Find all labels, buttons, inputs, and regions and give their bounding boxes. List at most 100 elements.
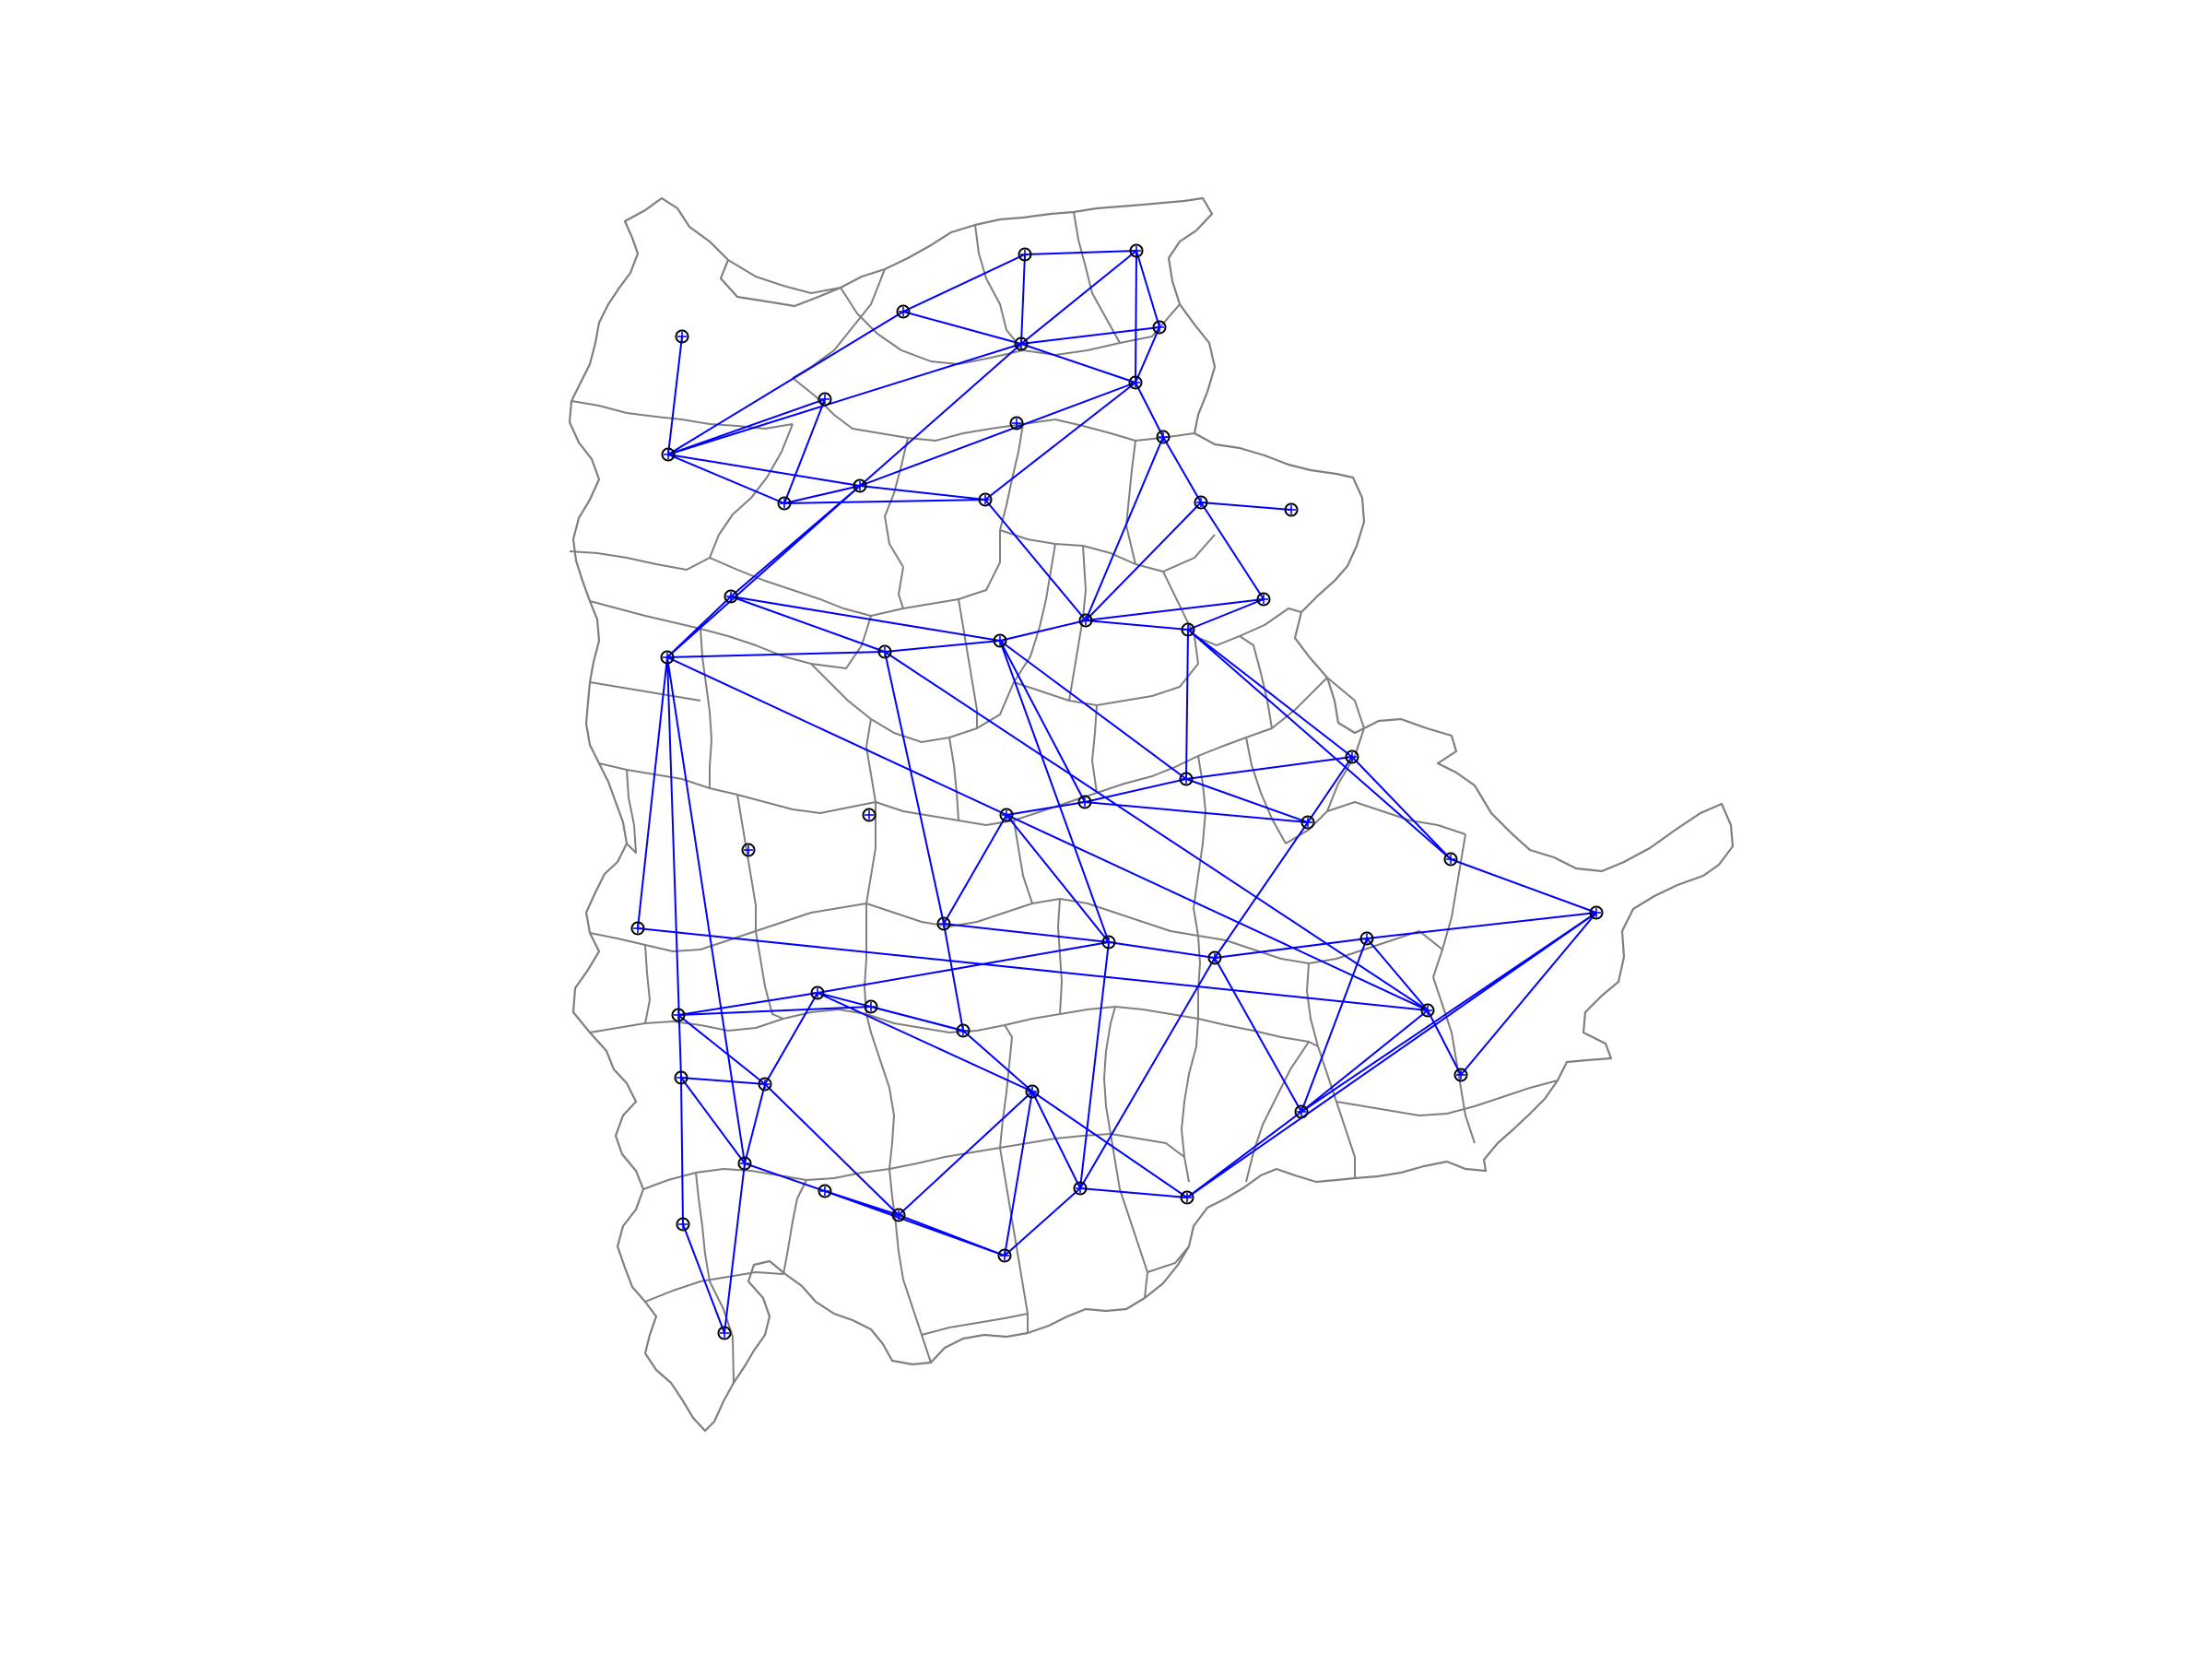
neighbour-link (1135, 326, 1160, 384)
region-centroid-node (1009, 416, 1024, 431)
district-boundary (1125, 440, 1136, 565)
district-boundary (1147, 1245, 1190, 1273)
neighbour-link (962, 1030, 1033, 1092)
district-boundary (736, 794, 757, 931)
region-centroid-node (1018, 247, 1032, 262)
district-boundary (865, 898, 1199, 937)
district-boundary (626, 769, 637, 854)
neighbour-link (744, 1162, 826, 1192)
neighbour-link (859, 485, 986, 501)
district-boundary (589, 681, 701, 702)
region-centroid-node (896, 304, 911, 319)
neighbour-link (817, 992, 1033, 1092)
neighbour-link (1084, 801, 1309, 823)
neighbour-link (637, 927, 1429, 1011)
neighbour-link (680, 1077, 746, 1164)
neighbour-link (783, 499, 986, 504)
district-boundary (1193, 755, 1206, 937)
neighbour-link (1214, 938, 1368, 959)
region-centroid-node (1453, 1068, 1468, 1082)
region-centroid-node (724, 589, 738, 604)
district-boundary (1197, 930, 1443, 964)
district-boundary (1103, 1006, 1116, 1135)
graph-edges (637, 250, 1597, 1334)
district-boundary (1335, 1101, 1356, 1178)
neighbour-link (730, 485, 861, 597)
region-centroid-node (674, 1070, 688, 1085)
neighbour-link (1187, 629, 1452, 860)
district-boundary (1197, 1018, 1319, 1047)
neighbour-link (824, 1190, 900, 1216)
neighbour-link (1024, 250, 1137, 255)
region-centroid-node (777, 496, 792, 511)
region-centroid-node (1179, 772, 1194, 786)
region-centroid-node (1077, 795, 1092, 809)
region-centroid-node (675, 329, 689, 344)
district-boundary (644, 944, 651, 1024)
neighbour-link (817, 941, 1110, 994)
neighbour-link (1460, 912, 1597, 1076)
region-centroid-node (1156, 430, 1171, 444)
neighbour-link (666, 656, 682, 1079)
neighbour-link (898, 1091, 1033, 1216)
district-boundary (999, 529, 1216, 572)
neighbour-link (884, 651, 1429, 1011)
neighbour-link (1366, 912, 1597, 939)
region-centroid-node (1152, 320, 1167, 335)
neighbour-link (824, 1190, 1006, 1257)
district-boundary (1306, 962, 1337, 1103)
neighbour-link (730, 596, 886, 653)
district-boundary (1194, 608, 1302, 646)
district-boundary (569, 550, 711, 571)
region-centroid-node (1078, 613, 1093, 628)
district-boundary (571, 400, 794, 430)
neighbour-link (764, 1083, 900, 1216)
neighbour-link (1187, 629, 1353, 758)
district-boundary (1326, 677, 1365, 812)
district-boundary (1335, 1080, 1559, 1116)
study-area-outline (568, 196, 1735, 1433)
district-boundary (884, 437, 909, 568)
neighbour-link (1006, 801, 1086, 816)
neighbour-link (1185, 629, 1189, 780)
district-boundary (958, 598, 978, 728)
neighbour-link (999, 640, 1110, 943)
neighbour-link (1020, 326, 1160, 345)
neighbour-link (1185, 778, 1309, 823)
neighbour-link (730, 596, 1001, 642)
neighbour-link (1307, 756, 1353, 823)
region-centroid-node (978, 492, 993, 507)
region-centroid-node (1128, 375, 1143, 390)
neighbour-link (1031, 1091, 1081, 1189)
neighbour-link (667, 454, 785, 504)
region-centroid-node (864, 999, 878, 1014)
district-boundary (1013, 571, 1199, 706)
neighbour-link (666, 651, 886, 658)
neighbour-link (637, 656, 668, 929)
district-boundary (810, 615, 872, 669)
region-centroid-node (877, 644, 892, 659)
region-centroid-node (1294, 1104, 1309, 1119)
neighbour-link (1004, 1091, 1033, 1257)
district-boundary (888, 1133, 1185, 1170)
region-centroid-node (671, 1008, 686, 1022)
region-centroid-node (1256, 592, 1271, 607)
neighbour-link (677, 992, 818, 1016)
neighbour-link (1186, 912, 1597, 1198)
neighbour-link (1162, 436, 1202, 503)
district-boundary (709, 423, 794, 559)
neighbour-link (1135, 250, 1137, 384)
neighbour-link (666, 596, 732, 658)
neighbour-link (1214, 821, 1309, 959)
region-centroid-node (1420, 1003, 1435, 1018)
district-boundary (1245, 1041, 1310, 1183)
region-centroid-node (1443, 852, 1458, 867)
district-boundary (755, 930, 784, 1020)
neighbour-link (1214, 957, 1302, 1113)
district-boundary (1197, 935, 1201, 1019)
neighbour-link (783, 485, 861, 504)
neighbour-link (724, 1162, 746, 1334)
neighbour-link (884, 640, 1001, 653)
region-centroid-node (1025, 1084, 1040, 1099)
